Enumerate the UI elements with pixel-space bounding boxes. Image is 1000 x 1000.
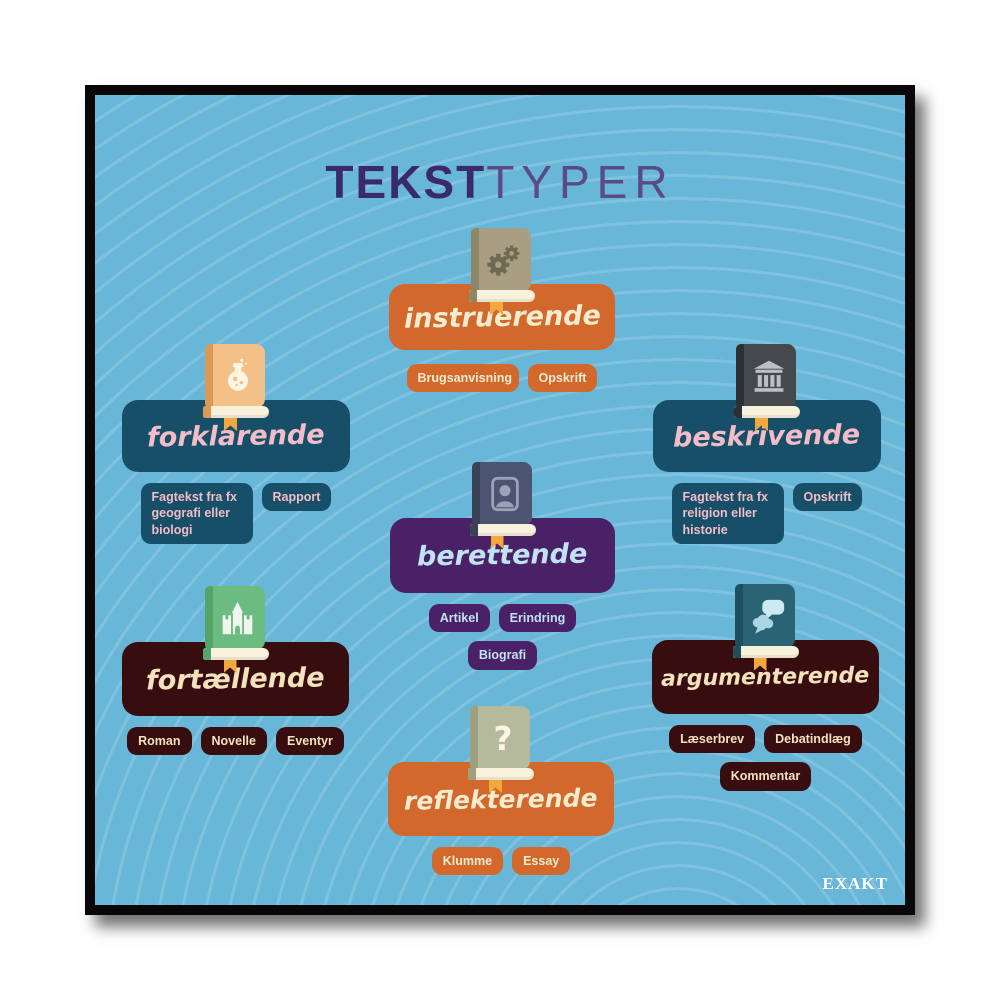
tag: Debatindlæg xyxy=(764,725,862,754)
bookmark-ribbon-icon xyxy=(224,414,237,431)
castle-icon xyxy=(222,601,253,634)
bookmark-ribbon-icon xyxy=(753,654,767,671)
book-pages xyxy=(469,290,535,302)
tag-row: Fagtekst fra fx religion eller historie … xyxy=(653,483,881,544)
portrait-icon xyxy=(490,476,519,512)
book-cover xyxy=(205,344,265,408)
tag-row: Brugsanvisning Opskrift xyxy=(389,364,615,393)
portrait-book-icon xyxy=(469,462,536,549)
book-cover xyxy=(204,586,265,650)
tag: Erindring xyxy=(498,604,577,633)
tag: Fagtekst fra fx geografi eller biologi xyxy=(140,483,253,544)
card-argumenterende: argumenterende Læserbrev Debatindlæg Kom… xyxy=(652,584,879,791)
page-title: TEKSTTYPER xyxy=(0,155,1000,209)
card-forklarende: forklarende Fagtekst fra fx geografi ell… xyxy=(122,344,350,544)
tag: Rapport xyxy=(261,483,332,512)
gears-icon xyxy=(487,245,520,276)
book-pages xyxy=(732,646,799,658)
tag: Biografi xyxy=(467,641,538,670)
tag: Roman xyxy=(127,727,192,756)
bookmark-ribbon-icon xyxy=(490,532,504,549)
brand-logo: EXAKT xyxy=(822,874,888,893)
card-beskrivende: beskrivende Fagtekst fra fx religion ell… xyxy=(653,344,881,544)
tag: Opskrift xyxy=(792,483,863,512)
book-cover xyxy=(471,462,532,526)
book-pages xyxy=(202,648,269,660)
tag-row: Roman Novelle Eventyr xyxy=(122,727,349,756)
book-pages xyxy=(203,406,269,418)
card-fortaellende: fortællende Roman Novelle Eventyr xyxy=(122,586,349,756)
bookmark-ribbon-icon xyxy=(489,776,502,793)
flask-book-icon xyxy=(203,344,269,431)
tag: Klumme xyxy=(431,847,504,876)
book-cover xyxy=(736,344,796,408)
tag: Brugsanvisning xyxy=(406,364,519,393)
temple-book-icon xyxy=(734,344,800,431)
tag-row: Læserbrev Debatindlæg Kommentar xyxy=(652,725,879,791)
tag: Kommentar xyxy=(719,762,812,791)
card-reflekterende: ? reflekterende Klumme Essay xyxy=(388,706,614,876)
book-pages xyxy=(468,768,534,780)
tag: Fagtekst fra fx religion eller historie xyxy=(671,483,784,544)
card-berettende: berettende Artikel Erindring Biografi xyxy=(390,462,615,670)
page-title-bold: TEKST xyxy=(325,156,487,208)
tag-row: Fagtekst fra fx geografi eller biologi R… xyxy=(122,483,350,544)
tag-row: Klumme Essay xyxy=(388,847,614,876)
speech-bubbles-icon xyxy=(752,599,784,634)
page-title-light: TYPER xyxy=(486,156,675,208)
question-mark-icon: ? xyxy=(493,718,513,758)
book-cover xyxy=(471,228,531,292)
question-mark-book-icon: ? xyxy=(468,706,534,793)
tag: Essay xyxy=(512,847,571,876)
tag: Opskrift xyxy=(527,364,598,393)
book-pages xyxy=(469,524,536,536)
gears-book-icon xyxy=(469,228,535,315)
flask-icon xyxy=(228,358,248,391)
book-cover: ? xyxy=(470,706,530,770)
tag: Læserbrev xyxy=(669,725,756,754)
book-cover xyxy=(734,584,795,648)
speech-bubbles-book-icon xyxy=(732,584,799,671)
tag-row: Artikel Erindring Biografi xyxy=(390,604,615,670)
book-pages xyxy=(734,406,800,418)
tag: Novelle xyxy=(200,727,267,756)
bookmark-ribbon-icon xyxy=(490,298,503,315)
bookmark-ribbon-icon xyxy=(223,656,237,673)
bookmark-ribbon-icon xyxy=(755,414,768,431)
card-instruerende: instruerende Brugsanvisning Opskrift xyxy=(389,228,615,393)
tag: Eventyr xyxy=(275,727,344,756)
tag: Artikel xyxy=(428,604,490,633)
temple-icon xyxy=(753,360,785,392)
castle-book-icon xyxy=(202,586,269,673)
